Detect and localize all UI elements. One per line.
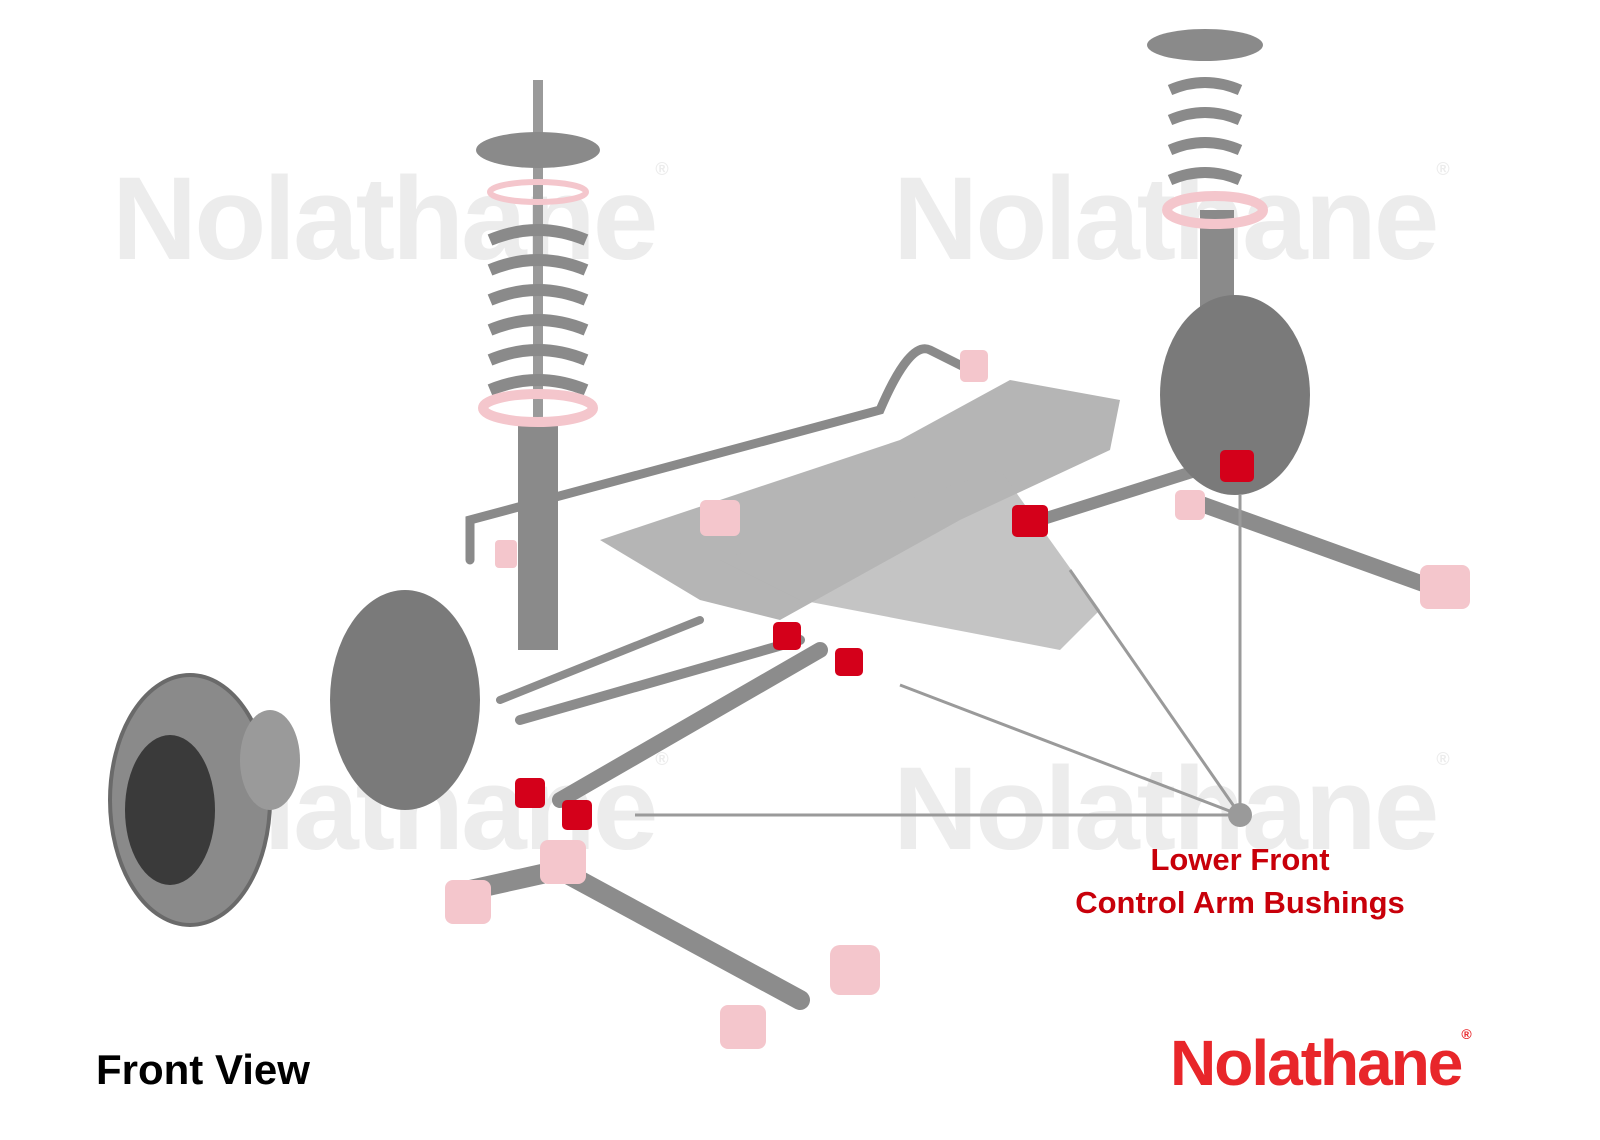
subframe [600,380,1120,650]
bushings-red [515,450,1254,830]
view-label: Front View [96,1046,310,1093]
callout-label: Lower Front Control Arm Bushings [1030,838,1450,924]
brand-logo: Nolathane® [1170,1026,1472,1100]
left-strut [476,80,600,650]
right-strut [1147,29,1310,495]
watermark-mark: ® [655,159,669,179]
watermark: Nolathane® [893,160,1450,278]
watermark: Nolathane® [893,750,1450,868]
callout-line-2: Control Arm Bushings [1075,885,1405,920]
sway-bar [465,344,975,565]
brand-logo-text: Nolathane [1170,1027,1463,1099]
watermark-mark: ® [655,749,669,769]
callout-line-1: Lower Front [1150,842,1330,877]
watermark-mark: ® [1436,749,1450,769]
leader-dot [1228,803,1252,827]
bushings-pink [445,350,1470,1049]
brake-disc [108,590,480,927]
watermark-text: Nolathane [893,153,1439,285]
watermark-mark: ® [1436,159,1450,179]
brand-logo-mark: ® [1461,1026,1472,1042]
watermark-text: Nolathane [893,743,1439,875]
leader-lines [635,495,1242,817]
